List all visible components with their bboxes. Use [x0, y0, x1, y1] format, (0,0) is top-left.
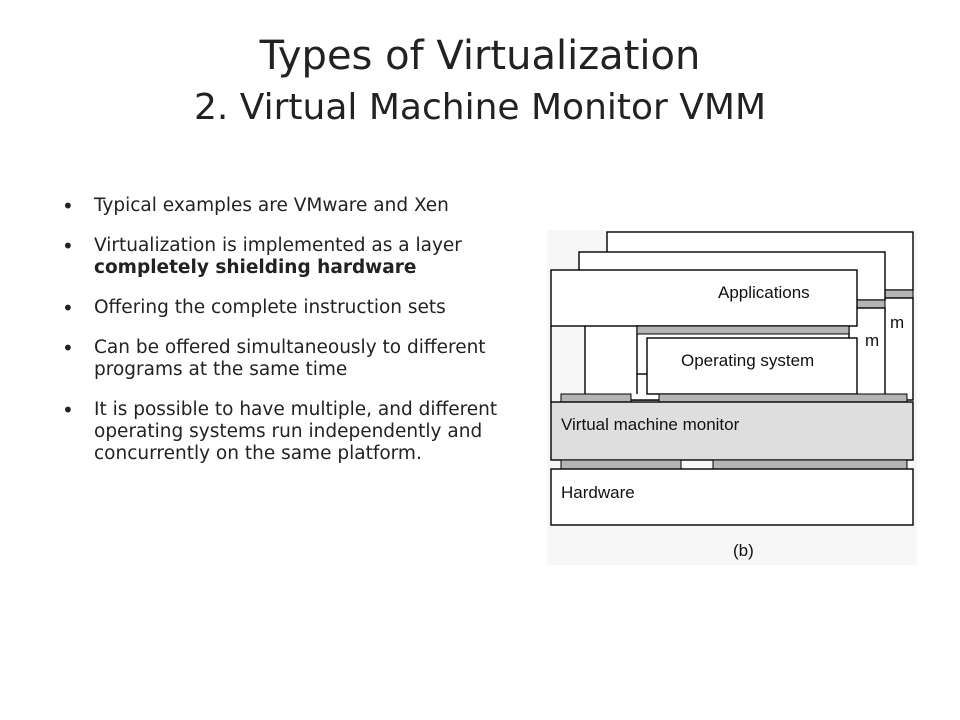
vmm-diagram-svg: m m Applications Operating system Virtua… [550, 231, 914, 560]
os-back-top-strip [636, 325, 850, 335]
vmm-top-strip-left [560, 393, 632, 403]
vmm-box [550, 401, 914, 461]
applications-label: Applications [718, 283, 810, 302]
bullet-item: Can be offered simultaneously to differe… [62, 337, 522, 381]
applications-box [550, 269, 858, 327]
os-label: Operating system [681, 351, 814, 370]
hw-top-strip-right [712, 459, 908, 470]
title-line-2: 2. Virtual Machine Monitor VMM [193, 87, 767, 128]
vm-back-peek-label: m [890, 313, 904, 332]
bullet-emphasis: completely shielding hardware [94, 257, 417, 278]
hw-top-strip-left [560, 459, 682, 470]
vmm-label: Virtual machine monitor [561, 415, 740, 434]
diagram-caption: (b) [733, 541, 754, 560]
bullet-item: Offering the complete instruction sets [62, 297, 522, 319]
bullet-text: It is possible to have multiple, and dif… [94, 399, 498, 464]
bullet-item: Virtualization is implemented as a layer… [62, 235, 522, 279]
bullet-text: Can be offered simultaneously to differe… [94, 337, 486, 380]
bullet-text: Virtualization is implemented as a layer [94, 235, 462, 256]
slide-title: Types of Virtualization 2. Virtual Machi… [0, 30, 960, 134]
hardware-label: Hardware [561, 483, 635, 502]
bullet-item: It is possible to have multiple, and dif… [62, 399, 522, 465]
bullet-item: Typical examples are VMware and Xen [62, 195, 522, 217]
bullet-text: Offering the complete instruction sets [94, 297, 446, 318]
title-line-1: Types of Virtualization [259, 33, 701, 79]
vmm-top-strip-right [658, 393, 908, 403]
os-front-box [646, 337, 858, 395]
bullet-text: Typical examples are VMware and Xen [94, 195, 449, 216]
vm-mid-peek-label: m [865, 331, 879, 350]
bullet-list: Typical examples are VMware and Xen Virt… [62, 195, 522, 483]
vmm-diagram: m m Applications Operating system Virtua… [547, 230, 917, 565]
hardware-box [550, 468, 914, 526]
